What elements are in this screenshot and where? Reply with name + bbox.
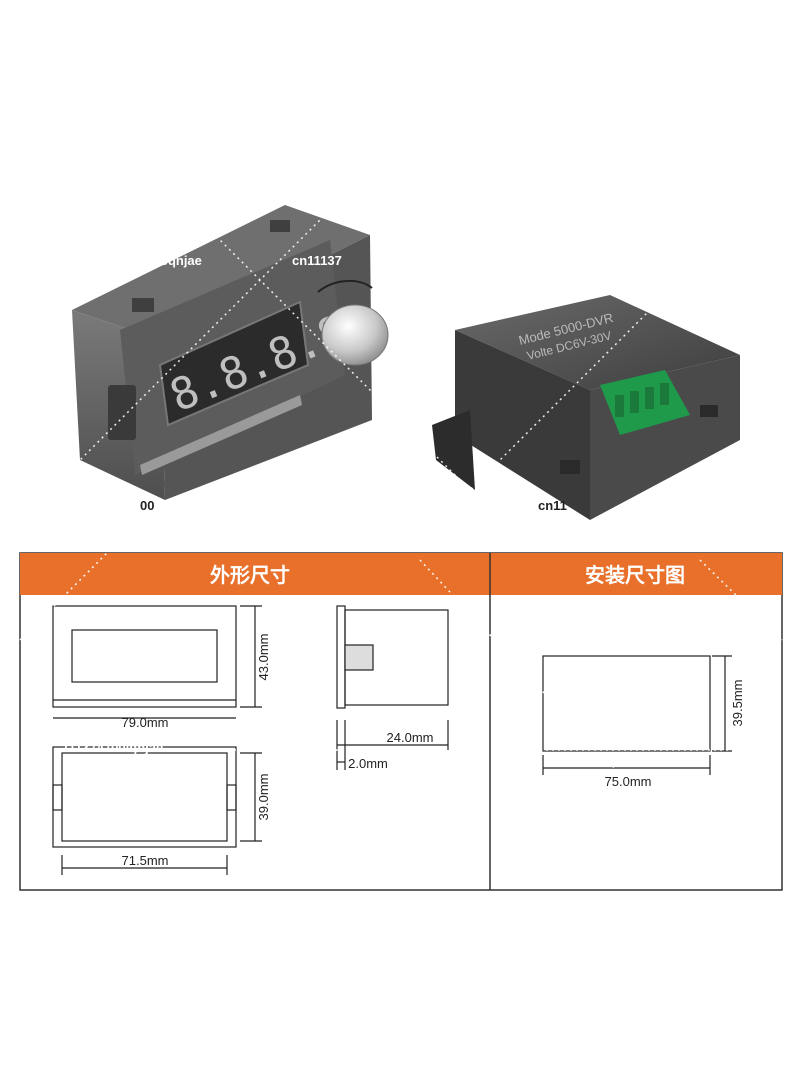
side-view-drawing: [336, 605, 449, 770]
back-view-drawing: [52, 746, 262, 875]
watermark-text: 111374700lqnjae: [62, 740, 163, 755]
watermark-text: 00: [140, 498, 154, 513]
diagram-header-bar: [20, 553, 782, 595]
dim-depth: 24.0mm: [387, 730, 434, 745]
adjust-knob: [321, 304, 389, 366]
front-module: 8.8.8.8: [72, 205, 389, 500]
dim-width-front: 79.0mm: [122, 715, 169, 730]
section-title-install: 安装尺寸图: [585, 563, 685, 587]
dim-height-front: 43.0mm: [256, 634, 271, 681]
dim-cutout-width: 75.0mm: [605, 774, 652, 789]
product-photo-area: 8.8.8.8 Mode 5000-DVR Volte DC6V-30V: [0, 159, 800, 541]
section-title-outline: 外形尺寸: [210, 563, 290, 587]
dim-width-back: 71.5mm: [122, 853, 169, 868]
watermark-text: cn11137: [292, 253, 342, 268]
dim-flange: 2.0mm: [348, 756, 388, 771]
rear-module: Mode 5000-DVR Volte DC6V-30V: [432, 295, 740, 520]
watermark-text: oqnjae: [160, 253, 202, 268]
watermark-text: cn11: [538, 498, 567, 513]
product-illustration: 8.8.8.8 Mode 5000-DVR Volte DC6V-30V: [0, 159, 800, 541]
dim-height-back: 39.0mm: [256, 774, 271, 821]
dim-cutout-height: 39.5mm: [730, 680, 745, 727]
install-cutout-drawing: [542, 655, 732, 775]
front-view-drawing: [52, 605, 262, 719]
